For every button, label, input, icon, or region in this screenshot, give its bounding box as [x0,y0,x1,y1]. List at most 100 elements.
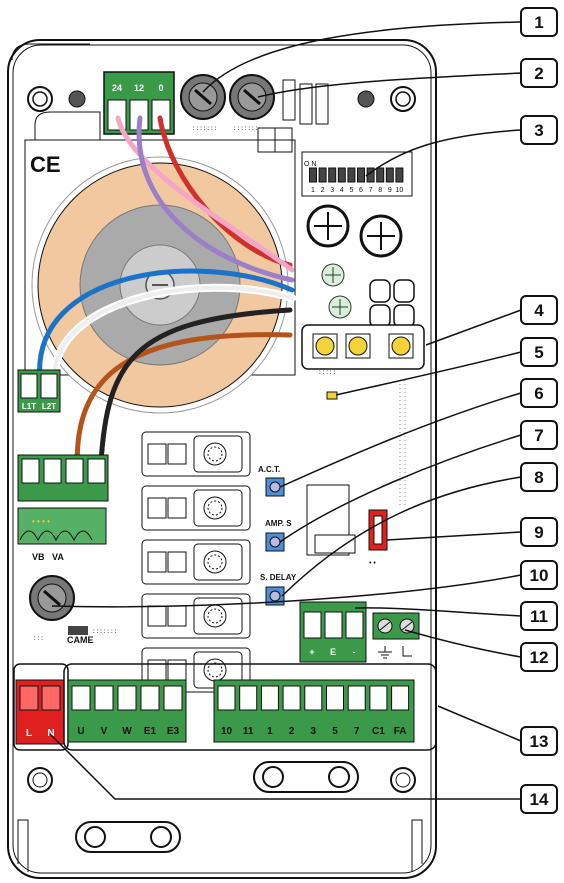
battery-label: VB [32,552,45,562]
control-label: 7 [354,726,360,737]
control-label: 3 [311,726,317,737]
trimmer-amp-label: AMP. S [265,519,292,528]
terminal-label: 24 [112,83,122,93]
callout-10: 10 [520,560,558,590]
mount-screw-top-right [390,86,416,112]
fuse-2 [229,74,275,120]
svg-text:6: 6 [534,384,543,403]
svg-text:9: 9 [534,523,543,542]
callout-12: 12 [520,642,558,672]
slot [141,593,251,639]
dip-number: 10 [396,187,404,194]
leader-lines [49,21,522,800]
svg-text::::: ::: [33,635,44,642]
terminal-label: 12 [134,83,144,93]
transformer [24,139,296,414]
slot [141,431,251,477]
red-connector: • • [368,509,388,567]
dip-number: 8 [378,187,382,194]
control-label: FA [394,726,407,737]
svg-text:4: 4 [534,301,544,320]
callout-13: 13 [520,726,558,756]
motor-label: W [122,726,132,737]
slot [141,485,251,531]
encoder-terminal: + E - [299,601,367,663]
earth-terminal [372,612,420,659]
svg-text:13: 13 [530,732,549,751]
led [326,391,338,400]
callout-7: 7 [520,420,558,450]
encoder-label: - [353,647,356,657]
encoder-label: + [309,647,314,657]
control-label: 2 [289,726,295,737]
fuse-3 [29,575,75,621]
callout-14: 14 [520,784,558,814]
control-label: 10 [221,726,233,737]
svg-text::::::::: ::::::: [233,125,258,132]
callout-11: 11 [520,601,558,631]
fuse-1 [180,74,226,120]
callout-1: 1 [520,7,558,37]
dip-number: 9 [388,187,392,194]
motor-terminal: U V W E1 E3 [63,663,437,751]
push-buttons [301,324,425,370]
control-label: C1 [372,726,385,737]
callout-8: 8 [520,462,558,492]
trimmer-act-label: A.C.T. [258,465,280,474]
callout-4: 4 [520,295,558,325]
slot [141,539,251,585]
svg-text:5: 5 [534,343,543,362]
terminal-l1t-l2t: L1T L2T [17,369,61,413]
control-label: 5 [332,726,338,737]
terminal-label: L1T [22,402,36,411]
svg-text:8: 8 [534,468,543,487]
motor-label: U [77,726,84,737]
dip-on-label: O N [304,161,316,168]
control-label: 1 [267,726,273,737]
brand-label: CAME [67,635,94,645]
callout-6: 6 [520,378,558,408]
terminal-label: 0 [158,83,163,93]
motor-label: V [101,726,108,737]
mount-screw-top-left [27,86,53,112]
power-label: N [47,728,54,739]
dip-number: 1 [311,187,315,194]
control-label: 11 [243,726,254,737]
svg-text:2: 2 [534,64,543,83]
battery-label: VA [52,552,64,562]
battery-terminals: • • • • VB VA [17,454,109,562]
svg-text:3: 3 [534,121,543,140]
dip-number: 3 [330,187,334,194]
motor-label: E3 [167,726,180,737]
callout-3: 3 [520,115,558,145]
terminal-label: L2T [42,402,56,411]
motor-label: E1 [144,726,157,737]
svg-text:11: 11 [530,607,548,626]
svg-text:• •: • • [369,560,376,567]
svg-text::::::: ::::: [318,369,336,376]
svg-text:7: 7 [534,426,543,445]
plug-in-slots [141,431,251,693]
dip-number: 5 [349,187,353,194]
dip-number: 2 [321,187,325,194]
power-label: L [26,728,32,739]
svg-text::::::::: ::::::: [192,125,217,132]
trimmer-delay-label: S. DELAY [260,573,297,582]
callout-5: 5 [520,337,558,367]
mount-hole [357,90,375,108]
callout-9: 9 [520,517,558,547]
ce-mark: CE [30,152,61,177]
encoder-label: E [330,647,336,657]
dip-number: 4 [340,187,344,194]
svg-text::::::::: ::::::: [92,628,117,635]
callout-2: 2 [520,58,558,88]
svg-text:12: 12 [530,648,549,667]
svg-text:14: 14 [530,790,549,809]
dip-number: 7 [369,187,373,194]
svg-text:10: 10 [530,566,549,585]
power-terminal: L N [13,663,69,751]
